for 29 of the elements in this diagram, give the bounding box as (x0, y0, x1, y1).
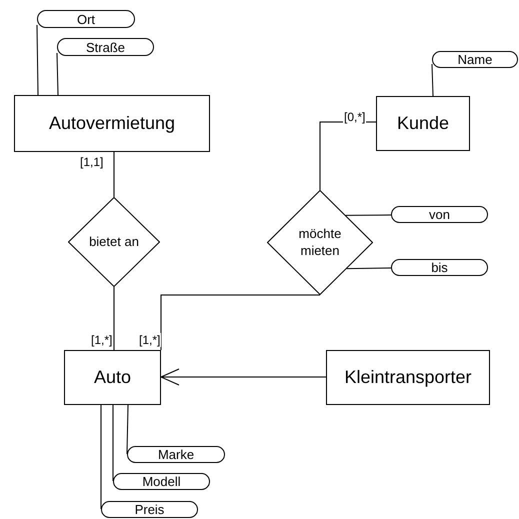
arrow (160, 368, 326, 386)
cardinality-label: [0,*] (343, 110, 366, 124)
connector-line (320, 122, 376, 190)
connector-line (432, 64, 434, 96)
connector-line (345, 214, 392, 216)
connector-line (126, 404, 128, 454)
attribute-pill: Marke (127, 446, 225, 463)
relationship-diamond: bietet an (68, 197, 160, 287)
attribute-pill: Modell (113, 473, 210, 490)
attribute-pill: bis (391, 259, 488, 276)
attribute-pill: Straße (57, 38, 154, 56)
relationship-diamond: möchte mieten (267, 190, 373, 295)
entity-box: Autovermietung (14, 95, 210, 152)
connector-line (112, 404, 114, 482)
cardinality-label: [1,1] (79, 155, 104, 169)
connector-line (160, 294, 320, 350)
cardinality-label: [1,*] (138, 333, 162, 347)
attribute-pill: Preis (101, 501, 198, 518)
entity-box: Kleintransporter (326, 350, 490, 405)
connector-line (100, 404, 102, 510)
attribute-pill: Name (432, 51, 518, 68)
entity-box: Auto (64, 350, 161, 405)
connector-line (56, 52, 58, 96)
cardinality-label: [1,*] (90, 333, 114, 347)
connector-line (36, 24, 38, 96)
attribute-pill: von (391, 206, 488, 223)
attribute-pill: Ort (37, 10, 135, 28)
connector-line (346, 268, 392, 270)
entity-box: Kunde (376, 96, 470, 151)
